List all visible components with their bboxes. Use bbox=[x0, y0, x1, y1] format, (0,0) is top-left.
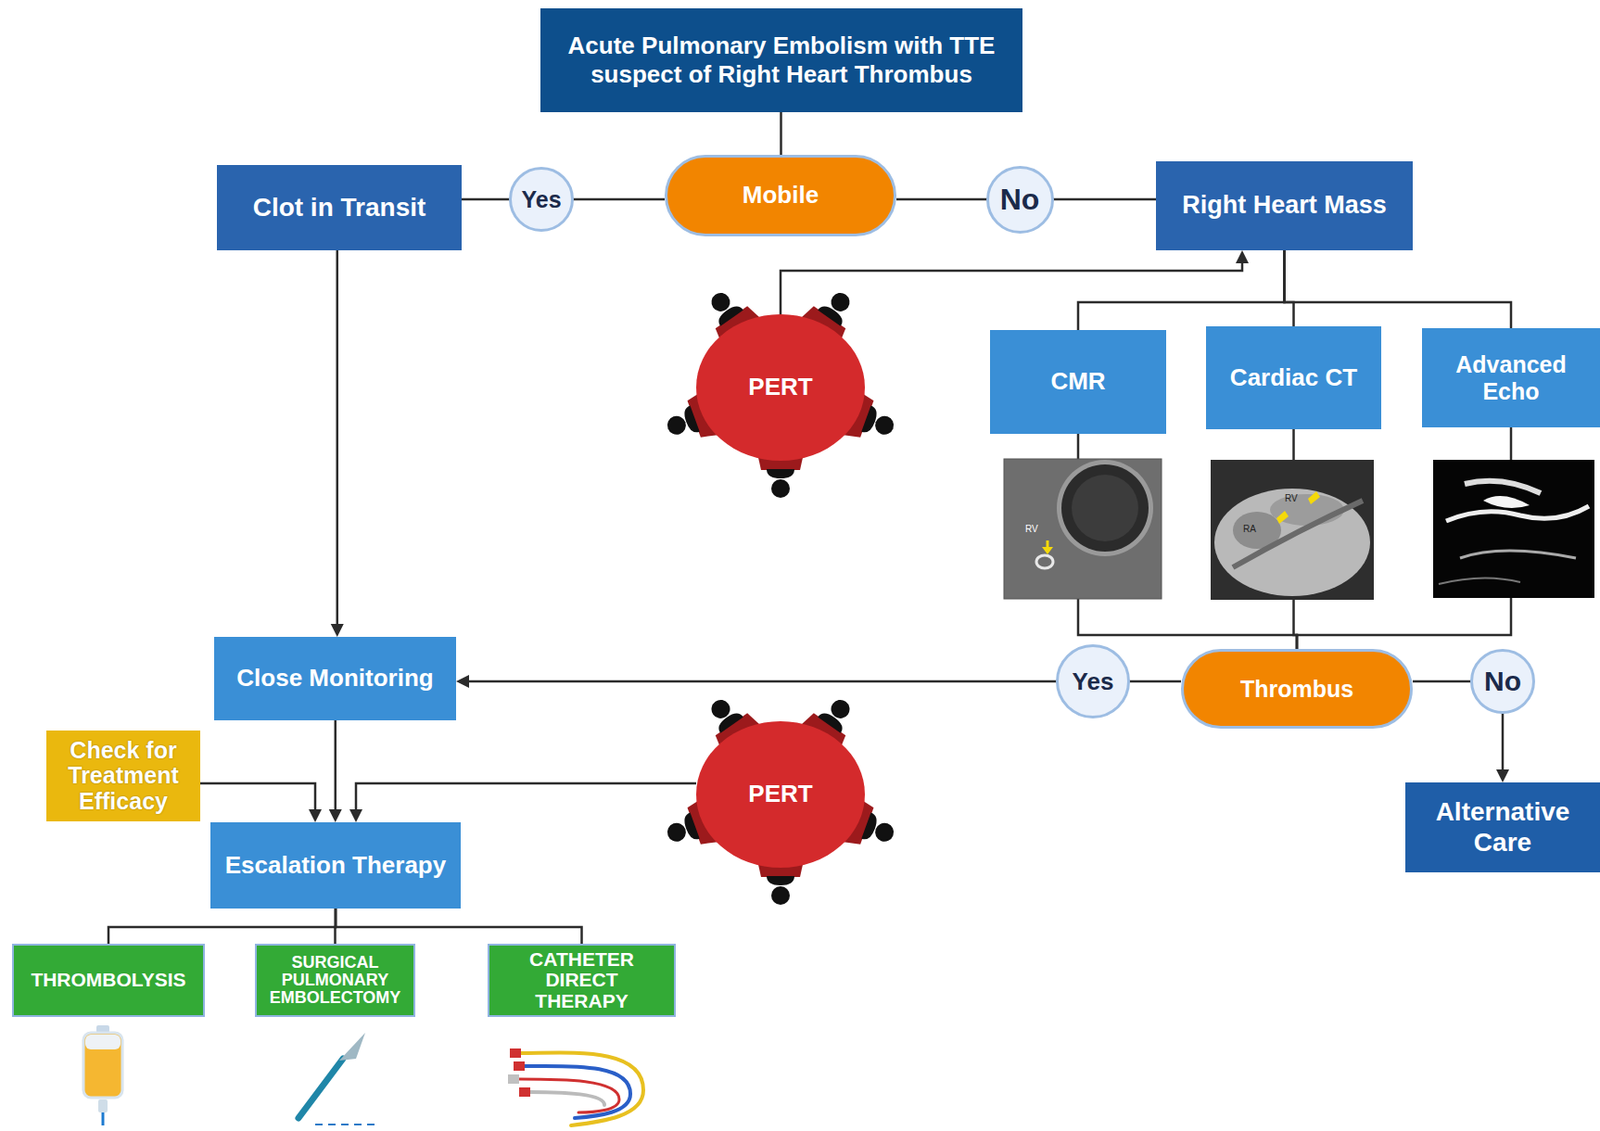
edge-label: Yes bbox=[508, 166, 574, 232]
iv-bag-icon bbox=[83, 1025, 123, 1126]
scalpel-icon bbox=[298, 1032, 378, 1125]
node-text: Clot in Transit bbox=[253, 192, 427, 223]
node-outline-shape bbox=[1472, 650, 1535, 713]
catheter-icon bbox=[507, 1048, 644, 1126]
connector bbox=[1078, 250, 1285, 331]
node-text: Thrombus bbox=[1240, 675, 1354, 703]
connector-line bbox=[1284, 250, 1295, 327]
connector-line bbox=[335, 908, 583, 944]
node-text: Cardiac CT bbox=[1230, 364, 1358, 393]
connector-line bbox=[780, 263, 1243, 315]
note-box: Check for Treatment Efficacy bbox=[46, 730, 201, 822]
connector bbox=[330, 250, 344, 637]
node-outline-shape bbox=[696, 314, 865, 461]
connector bbox=[108, 908, 336, 944]
node-text: Escalation Therapy bbox=[225, 851, 446, 880]
decision-pill: Thrombus bbox=[1180, 648, 1413, 729]
connector-line bbox=[334, 720, 338, 810]
imaging-box: Cardiac CT bbox=[1206, 326, 1382, 430]
connector-line bbox=[779, 112, 783, 155]
node-text: CATHETER DIRECT THERAPY bbox=[502, 949, 661, 1011]
edge-label-text: No bbox=[1000, 184, 1041, 215]
image-label: RV bbox=[1284, 494, 1298, 504]
edge-label: Yes bbox=[1055, 644, 1131, 719]
imaging-box: Advanced Echo bbox=[1422, 328, 1600, 428]
team-circle: PERT bbox=[696, 314, 865, 461]
node-text: Acute Pulmonary Embolism with TTE suspec… bbox=[555, 31, 1008, 89]
connector-line bbox=[200, 783, 316, 810]
outcome-box: Alternative Care bbox=[1405, 782, 1600, 873]
node-text: Check for Treatment Efficacy bbox=[53, 737, 193, 815]
edge-label-text: No bbox=[1484, 667, 1522, 696]
arrow-head bbox=[1235, 250, 1249, 264]
process-box: Close Monitoring bbox=[214, 636, 457, 721]
arrow-head bbox=[329, 809, 343, 823]
node-text: PERT bbox=[748, 373, 813, 402]
process-box: Right Heart Mass bbox=[1155, 161, 1413, 251]
node-text: Mobile bbox=[742, 181, 819, 210]
connector-line bbox=[355, 783, 697, 810]
node-text: Close Monitoring bbox=[236, 664, 433, 693]
arrow-head bbox=[330, 623, 344, 637]
edge-label: No bbox=[986, 165, 1054, 234]
decision-pill: Mobile bbox=[664, 154, 897, 237]
start-box: Acute Pulmonary Embolism with TTE suspec… bbox=[540, 8, 1023, 113]
node-text: CMR bbox=[1050, 368, 1105, 396]
connector-line bbox=[108, 908, 336, 944]
image-label: RV bbox=[1025, 524, 1039, 534]
process-box: Escalation Therapy bbox=[210, 822, 461, 909]
process-box: Clot in Transit bbox=[216, 165, 462, 251]
node-outline-shape bbox=[1057, 646, 1130, 718]
treatment-box: CATHETER DIRECT THERAPY bbox=[487, 943, 676, 1017]
connector bbox=[200, 783, 322, 823]
node-outline-shape bbox=[987, 166, 1053, 232]
team-circle: PERT bbox=[696, 721, 865, 868]
ct-image bbox=[1210, 459, 1374, 600]
connector bbox=[780, 112, 782, 155]
connector-line bbox=[336, 250, 340, 624]
connector bbox=[335, 908, 583, 944]
connector-line bbox=[1078, 250, 1285, 331]
connector-line bbox=[1284, 250, 1512, 329]
treatment-box: THROMBOLYSIS bbox=[12, 943, 205, 1017]
node-text: THROMBOLYSIS bbox=[30, 969, 186, 991]
imaging-box: CMR bbox=[990, 330, 1167, 434]
connector bbox=[1284, 250, 1295, 327]
connector bbox=[329, 720, 343, 823]
node-text: Advanced Echo bbox=[1434, 351, 1588, 406]
node-outline-shape bbox=[510, 168, 573, 231]
node-outline-shape bbox=[1182, 650, 1412, 728]
cmr-image bbox=[1003, 458, 1162, 599]
node-outline-shape bbox=[696, 721, 865, 868]
arrow-head bbox=[456, 674, 470, 688]
arrow-head bbox=[1496, 769, 1510, 783]
node-text: Alternative Care bbox=[1416, 797, 1589, 857]
connector bbox=[349, 783, 697, 823]
edge-label-text: Yes bbox=[1072, 669, 1115, 694]
arrow-head bbox=[308, 809, 322, 823]
node-text: Right Heart Mass bbox=[1181, 190, 1387, 220]
treatment-box: SURGICAL PULMONARY EMBOLECTOMY bbox=[254, 943, 416, 1017]
node-text: PERT bbox=[748, 780, 813, 809]
node-text: SURGICAL PULMONARY EMBOLECTOMY bbox=[264, 953, 407, 1007]
arrow-head bbox=[349, 809, 363, 823]
connector bbox=[780, 250, 1249, 315]
connector bbox=[1284, 250, 1512, 329]
node-outline-shape bbox=[666, 156, 896, 236]
edge-label-text: Yes bbox=[520, 188, 561, 212]
edge-label: No bbox=[1470, 648, 1536, 714]
echo-image bbox=[1433, 459, 1595, 598]
image-label: RA bbox=[1243, 524, 1257, 534]
